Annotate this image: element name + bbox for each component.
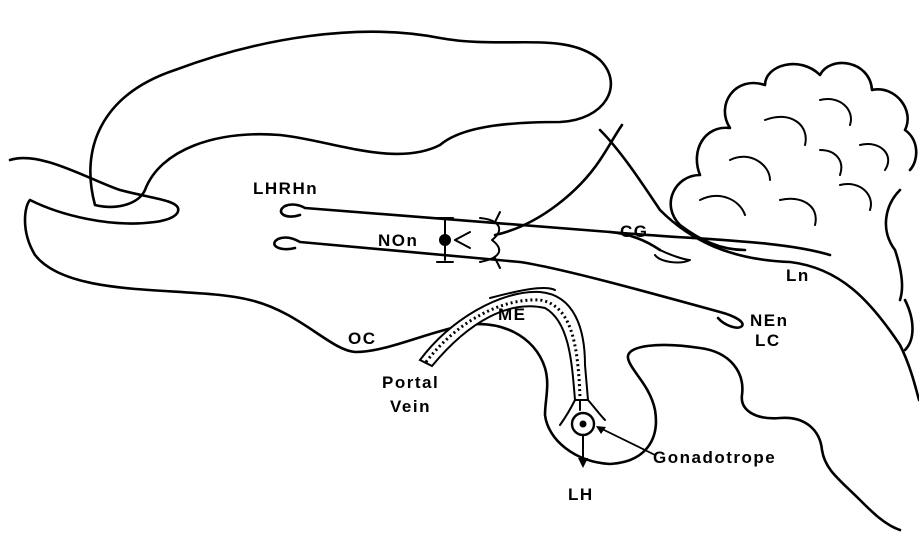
label-nen: NEn	[750, 311, 789, 330]
cg-neuron	[655, 250, 690, 262]
label-lh: LH	[568, 485, 594, 504]
lh-arrowhead	[578, 458, 588, 468]
gonadotrope-pointer	[600, 428, 655, 455]
cerebrum-outline	[90, 32, 611, 207]
gonadotrope-nucleus	[580, 421, 587, 428]
label-lc: LC	[755, 331, 781, 350]
label-portal: Portal	[382, 373, 439, 392]
label-me: ME	[498, 305, 527, 324]
label-cg: CG	[620, 222, 649, 241]
label-vein: Vein	[390, 397, 431, 416]
midbrain-outline	[495, 125, 622, 235]
label-ln: Ln	[786, 266, 810, 285]
label-gonadotrope: Gonadotrope	[653, 448, 776, 467]
cerebellum-folia	[700, 99, 888, 225]
lhrh-neuron	[281, 205, 660, 250]
label-oc: OC	[348, 329, 377, 348]
label-non: NOn	[378, 231, 418, 250]
label-lhrhn: LHRHn	[253, 179, 318, 198]
cerebellum-outline	[671, 63, 916, 350]
pons-outline	[600, 130, 919, 400]
